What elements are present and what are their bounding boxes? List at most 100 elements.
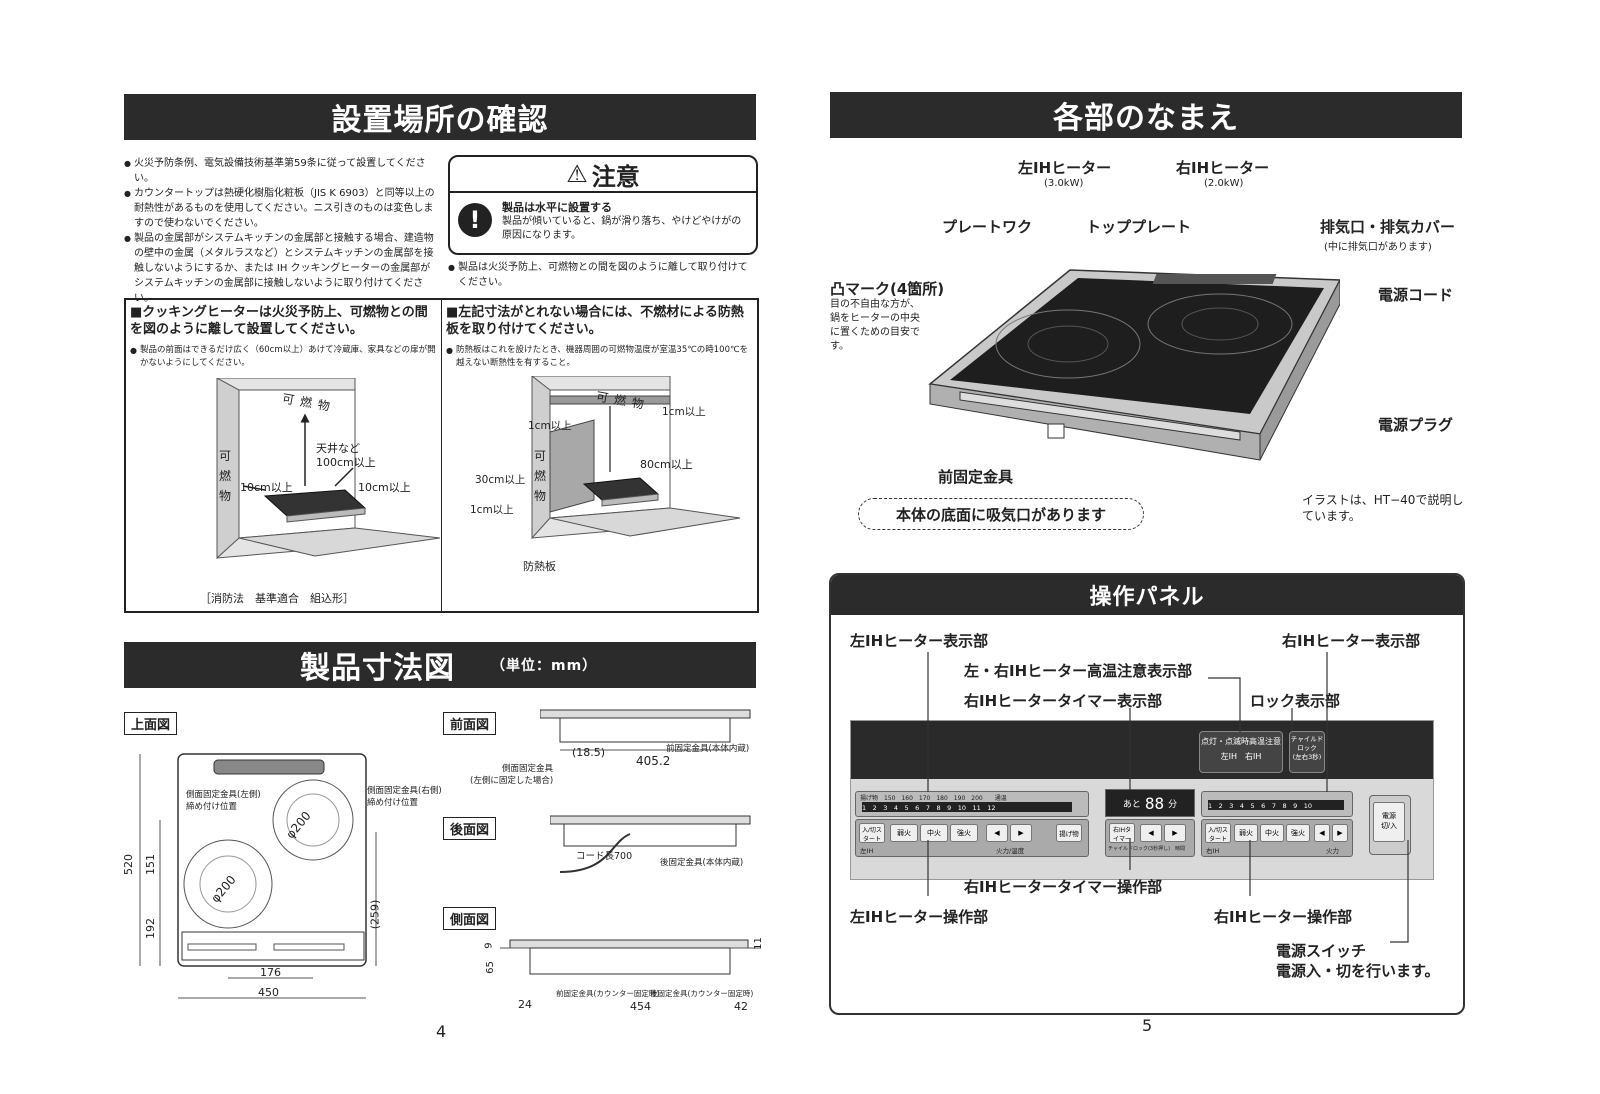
view-tag-front: 前面図 [443, 712, 497, 735]
label-high-temp: 左・右IHヒーター高温注意表示部 [964, 662, 1193, 680]
left-display-top: 揚げ物 150 160 170 180 190 200 通温 [860, 795, 1007, 802]
front-view-d4052: 405.2 [636, 754, 671, 768]
side-view-d65: 65 [484, 961, 496, 974]
power-button-label: 電源 [1382, 813, 1396, 820]
front-view-drawing [540, 709, 751, 751]
clearance-ceiling-label: 天井など [316, 442, 360, 455]
label-right-display: 右IHヒーター表示部 [1282, 632, 1421, 650]
left-ih-tag: 左IH [860, 847, 874, 855]
left-mid-button[interactable]: 中火 [920, 824, 948, 842]
right-weak-button[interactable]: 弱火 [1234, 824, 1258, 842]
label-exhaust: 排気口・排気カバー [1320, 218, 1456, 236]
right-mid-button[interactable]: 中火 [1260, 824, 1284, 842]
left-weak-button[interactable]: 弱火 [890, 824, 918, 842]
rear-view-cord: コード長700 [576, 851, 633, 862]
right-start-button[interactable]: 入/切スタート [1205, 823, 1231, 843]
right-power-label: 火力 [1326, 847, 1339, 855]
install-section-title: 設置場所の確認 [124, 94, 756, 140]
label-left-heater-kw: (3.0kW) [1044, 178, 1084, 189]
top-view-d151: 151 [144, 854, 157, 875]
timer-up-button[interactable]: ▶ [1164, 824, 1186, 842]
panel-glass [851, 721, 1433, 779]
timer-controls: 右IHタイマー ◀ ▶ チャイルドロック(3秒押し) 時間 [1105, 819, 1195, 857]
front-view-front-fix: 前固定金具(本体内蔵) [666, 744, 750, 754]
label-intake-text: 本体の底面に吸気口があります [895, 505, 1106, 524]
clearance-30-label: 30cm以上 [475, 474, 526, 486]
clearance-right-side-label: 可燃物 [534, 449, 547, 503]
child-lock-label: チャイルドロック [1290, 735, 1324, 752]
caution-body: 製品が傾いていると、鍋が滑り落ち、やけどやけがの原因になります。 [502, 216, 742, 241]
dimensions-unit: （単位：mm） [491, 658, 598, 674]
install-note-3: 製品の金属部がシステムキッチンの金属部と接触する場合、建造物の壁中の金属（メタル… [124, 231, 440, 306]
power-button-sub: 切/入 [1381, 823, 1397, 830]
right-strong-button[interactable]: 強火 [1286, 824, 1310, 842]
clearance-left-note-text: 製品の前面はできるだけ広く（60cm以上）あけて冷蔵庫、家具などの扉が開かないよ… [130, 344, 436, 370]
clearance-1a-label: 1cm以上 [662, 406, 706, 418]
label-front-fix: 前固定金具 [938, 468, 1014, 486]
left-start-button[interactable]: 入/切スタート [859, 823, 885, 843]
install-note-2: カウンタートップは熱硬化樹脂化粧板（JIS K 6903）と同等以上の耐熱性があ… [124, 186, 440, 231]
child-lock-sub: (左右3秒) [1292, 753, 1322, 761]
label-plate-work: プレートワク [942, 218, 1033, 236]
power-switch: 電源 切/入 [1369, 795, 1411, 855]
clearance-left-heading: ■クッキングヒーターは火災予防上、可燃物との間を図のように離して設置してください… [130, 305, 428, 337]
clearance-1c-label: 1cm以上 [470, 504, 514, 516]
timer-button[interactable]: 右IHタイマー [1109, 823, 1135, 843]
view-tag-rear: 後面図 [443, 817, 497, 840]
clearance-right-note: 防熱板はこれを設けたとき、機器周囲の可燃物温度が室温35℃の時100℃を越えない… [446, 344, 750, 370]
page-number-left: 4 [436, 1022, 447, 1041]
clearance-right-heading: ■左記寸法がとれない場合には、不燃材による防熱板を取り付けてください。 [446, 305, 744, 337]
left-heater-display: 揚げ物 150 160 170 180 190 200 通温 1 2 3 4 5… [855, 791, 1089, 817]
label-intake: 本体の底面に吸気口があります [858, 498, 1144, 530]
dimensions-title: 製品寸法図 [300, 651, 455, 686]
left-down-button[interactable]: ◀ [986, 824, 1008, 842]
label-top-plate: トッププレート [1086, 218, 1192, 236]
timer-down-button[interactable]: ◀ [1140, 824, 1162, 842]
panel-section-title: 操作パネル [831, 575, 1463, 615]
child-lock-indicator: チャイルドロック (左右3秒) [1289, 731, 1325, 773]
top-view-side-r: 側面固定金具(右側) [367, 786, 442, 796]
side-view-d24: 24 [518, 998, 532, 1011]
label-bump-sub: 目の不自由な方が、鍋をヒーターの中央に置くための目安です。 [830, 299, 920, 352]
top-view-drawing [139, 753, 377, 999]
indicator-title: 点灯・点滅時高温注意 [1201, 737, 1281, 746]
cooktop-illustration [928, 269, 1340, 461]
warning-triangle-icon: ⚠ [566, 160, 588, 188]
side-view-drawing [500, 939, 760, 975]
page-number-right: 5 [1142, 1016, 1153, 1035]
left-strong-button[interactable]: 強火 [950, 824, 978, 842]
left-fry-button[interactable]: 揚げ物 [1056, 824, 1082, 842]
install-note-1: 火災予防条例、電気設備技術基準第59条に従って設置してください。 [124, 156, 440, 186]
rear-view-drawing [550, 815, 751, 873]
panel-illustration: 点灯・点滅時高温注意 左IH 右IH チャイルドロック (左右3秒) 揚げ物 1… [850, 720, 1434, 880]
label-right-heater: 右IHヒーター [1176, 159, 1270, 177]
power-button[interactable]: 電源 切/入 [1373, 802, 1405, 842]
timer-small-label: チャイルドロック(3秒押し) 時間 [1108, 846, 1186, 852]
timer-display: あと 88 分 [1105, 789, 1195, 817]
timer-remain: あと [1122, 799, 1141, 810]
front-view-side-fix: 側面固定金具 [502, 764, 554, 774]
clearance-right-note-text: 防熱板はこれを設けたとき、機器周囲の可燃物温度が室温35℃の時100℃を越えない… [446, 344, 750, 370]
front-view-d185: (18.5) [572, 746, 606, 759]
label-power-sub: 電源入・切を行います。 [1276, 962, 1440, 980]
rear-view-rear-fix: 後固定金具(本体内蔵) [660, 858, 744, 868]
install-notes: 火災予防条例、電気設備技術基準第59条に従って設置してください。 カウンタートッ… [124, 156, 440, 306]
indicator-right-ih: 右IH [1245, 752, 1262, 761]
clearance-left-note: 製品の前面はできるだけ広く（60cm以上）あけて冷蔵庫、家具などの扉が開かないよ… [130, 344, 436, 370]
caution-title: 注意 [591, 162, 640, 191]
exclamation-icon: ! [458, 203, 492, 237]
right-up-button[interactable]: ▶ [1332, 824, 1348, 842]
label-exhaust-sub: (中に排気口があります) [1324, 242, 1432, 253]
right-display-scale: 1 2 3 4 5 6 7 8 9 10 [1208, 800, 1344, 810]
label-left-display: 左IHヒーター表示部 [850, 632, 989, 650]
caution-header: ⚠ 注意 [450, 157, 756, 193]
right-down-button[interactable]: ◀ [1314, 824, 1330, 842]
side-view-d454: 454 [630, 1000, 651, 1013]
side-view-d42: 42 [734, 1000, 748, 1013]
left-up-button[interactable]: ▶ [1010, 824, 1032, 842]
right-heater-controls: 入/切スタート 右IH 弱火 中火 強火 ◀ ▶ 火力 [1201, 819, 1353, 857]
clearance-10r-label: 10cm以上 [358, 481, 411, 494]
top-view-d450: 450 [258, 986, 279, 999]
top-view-side-r2: 締め付け位置 [367, 798, 419, 808]
control-panel-box: 操作パネル [829, 573, 1465, 1015]
